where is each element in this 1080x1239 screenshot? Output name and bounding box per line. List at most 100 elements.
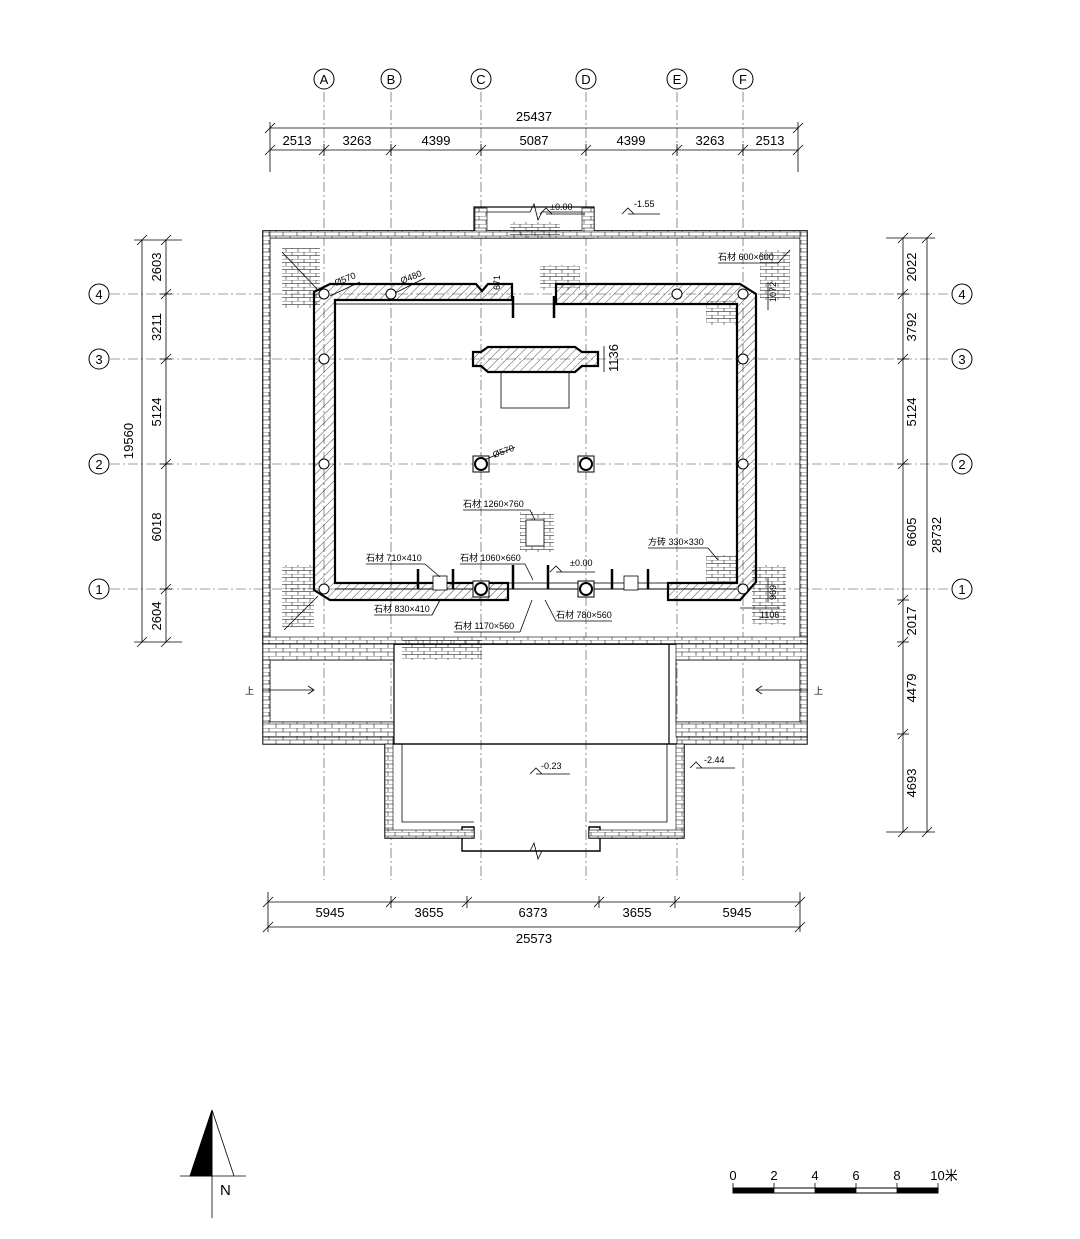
column-center-left: [472, 455, 490, 473]
scale-tick-label: 0: [729, 1168, 736, 1183]
axis-bubble-b: B: [380, 68, 402, 90]
svg-text:3: 3: [958, 352, 965, 367]
svg-text:1: 1: [958, 582, 965, 597]
right-dimension-chain: 2022 3792 5124 6605 2017 4479 4693 28732: [886, 232, 944, 838]
axis-bubble-e: E: [666, 68, 688, 90]
bottom-dimension-chain: 5945 3655 6373 3655 5945 25573: [262, 892, 806, 946]
axis-grid: [110, 92, 950, 880]
svg-text:F: F: [739, 72, 747, 87]
svg-text:E: E: [673, 72, 682, 87]
dim-total-left: 19560: [121, 423, 136, 459]
label-stone-830: 石材 830×410: [374, 603, 430, 614]
level-marks: ±0.00 -1.55 ±0.00 -0.23 -2.44: [529, 199, 735, 775]
front-court: 上 上: [245, 643, 823, 861]
hall-walls: [312, 282, 758, 602]
svg-text:B: B: [387, 72, 396, 87]
top-dimension-chain: 25437 2513 3263 4399 5087 4399 3263 2513: [264, 109, 804, 172]
axis-bubble-3-left: 3: [88, 348, 110, 370]
axis-bubble-a: A: [313, 68, 335, 90]
svg-text:C: C: [476, 72, 485, 87]
north-arrow: N: [180, 1109, 246, 1218]
dim-bottom-seg: 5945: [723, 905, 752, 920]
axis-bubble-2-right: 2: [951, 453, 973, 475]
level-inner-zero: ±0.00: [570, 558, 592, 568]
scale-tick-label: 6: [852, 1168, 859, 1183]
left-dimension-chain: 19560 2603 3211 5124 6018 2604: [121, 234, 182, 648]
dim-right-seg: 2022: [904, 253, 919, 282]
label-col-dia-center: Ø570: [491, 443, 515, 460]
dim-left-seg: 3211: [149, 313, 164, 341]
label-dim-1136: 1136: [606, 344, 621, 372]
svg-text:D: D: [581, 72, 590, 87]
label-dim-1072: 1072: [768, 282, 778, 302]
dim-top-seg: 3263: [696, 133, 725, 148]
axis-bubble-3-right: 3: [951, 348, 973, 370]
column-front-c: [472, 580, 490, 598]
north-label: N: [220, 1182, 231, 1199]
axis-bubble-f: F: [732, 68, 754, 90]
dim-right-seg: 2017: [904, 607, 919, 636]
dim-top-seg: 2513: [283, 133, 312, 148]
scale-bar: 0 2 4 6 8 10米: [729, 1168, 958, 1194]
dim-top-seg: 3263: [343, 133, 372, 148]
dim-right-seg: 5124: [904, 398, 919, 427]
dim-bottom-seg: 3655: [415, 905, 444, 920]
dim-top-seg: 5087: [520, 133, 549, 148]
label-stone-710: 石材 710×410: [366, 552, 422, 563]
label-stone-1170: 石材 1170×560: [454, 620, 514, 631]
level-side-court: -2.44: [704, 755, 725, 765]
axis-bubble-d: D: [575, 68, 597, 90]
dim-left-seg: 5124: [149, 398, 164, 427]
column-front-d: [577, 580, 595, 598]
level-front-court: -0.23: [541, 761, 562, 771]
label-dim-969: 969: [768, 585, 778, 600]
scale-tick-label: 8: [893, 1168, 900, 1183]
scale-tick-label: 2: [770, 1168, 777, 1183]
label-dim-1106: 1106: [760, 610, 779, 620]
label-stone-600: 石材 600×600: [718, 251, 774, 262]
dim-left-seg: 2604: [149, 602, 164, 631]
scale-tick-label: 10米: [930, 1168, 957, 1183]
dim-top-seg: 2513: [756, 133, 785, 148]
dim-top-seg: 4399: [617, 133, 646, 148]
dim-total-top: 25437: [516, 109, 552, 124]
svg-text:4: 4: [958, 287, 965, 302]
stair-up-right-label: 上: [814, 686, 823, 696]
dim-left-seg: 6018: [149, 513, 164, 542]
axis-bubble-1-right: 1: [951, 578, 973, 600]
level-top-zero: ±0.00: [550, 202, 572, 212]
dim-left-seg: 2603: [149, 253, 164, 282]
label-stone-1260: 石材 1260×760: [463, 498, 524, 509]
label-stone-780: 石材 780×560: [556, 609, 612, 620]
label-dim-671: 671: [492, 275, 502, 290]
svg-text:1: 1: [95, 582, 102, 597]
dim-total-right: 28732: [929, 517, 944, 553]
dim-right-seg: 4479: [904, 674, 919, 703]
axis-bubble-4-right: 4: [951, 283, 973, 305]
svg-text:A: A: [320, 72, 329, 87]
axis-bubble-1-left: 1: [88, 578, 110, 600]
axis-bubble-4-left: 4: [88, 283, 110, 305]
dim-right-seg: 3792: [904, 313, 919, 342]
columns: [318, 288, 749, 598]
svg-text:3: 3: [95, 352, 102, 367]
dim-top-seg: 4399: [422, 133, 451, 148]
level-top-minus: -1.55: [634, 199, 655, 209]
dim-total-bottom: 25573: [516, 931, 552, 946]
dim-bottom-seg: 5945: [316, 905, 345, 920]
stair-up-left-label: 上: [245, 686, 254, 696]
dim-bottom-seg: 3655: [623, 905, 652, 920]
dim-right-seg: 4693: [904, 769, 919, 798]
scale-tick-label: 4: [811, 1168, 818, 1183]
svg-text:4: 4: [95, 287, 102, 302]
axis-bubble-2-left: 2: [88, 453, 110, 475]
label-stone-1060: 石材 1060×660: [460, 552, 521, 563]
label-brick-330: 方砖 330×330: [648, 536, 704, 547]
svg-text:2: 2: [958, 457, 965, 472]
row-axis-bubbles: 4 3 2 1 4 3 2 1: [88, 283, 973, 600]
dim-right-seg: 6605: [904, 518, 919, 547]
dim-bottom-seg: 6373: [519, 905, 548, 920]
altar: [432, 345, 639, 591]
axis-bubble-c: C: [470, 68, 492, 90]
